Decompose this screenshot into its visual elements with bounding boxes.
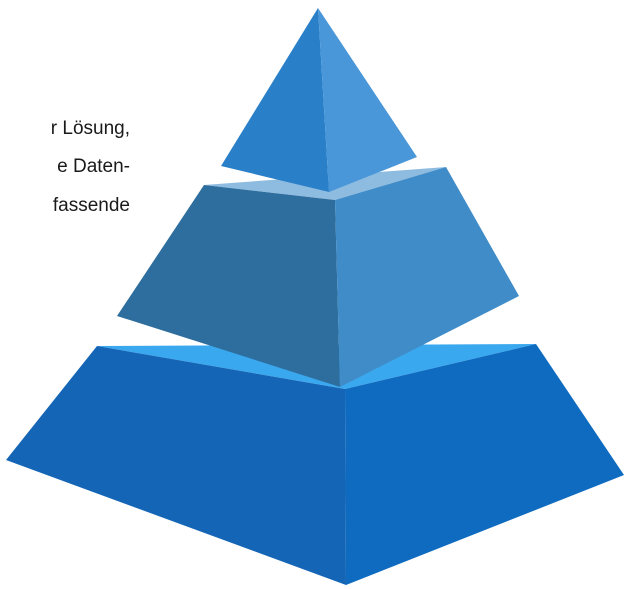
top-tier-right-face [318, 8, 417, 192]
text-line-1: r Lösung, [50, 118, 130, 139]
pyramid-tier-top [221, 8, 417, 192]
text-line-3: fassende [52, 195, 130, 216]
bottom-tier-right-face [345, 344, 624, 585]
middle-tier-right-face [335, 167, 519, 387]
bottom-tier-left-face [6, 346, 346, 585]
middle-tier-left-face [117, 185, 340, 387]
top-tier-left-face [221, 8, 329, 192]
text-line-2: e Daten- [57, 156, 130, 177]
pyramid-tier-bottom [6, 344, 624, 585]
